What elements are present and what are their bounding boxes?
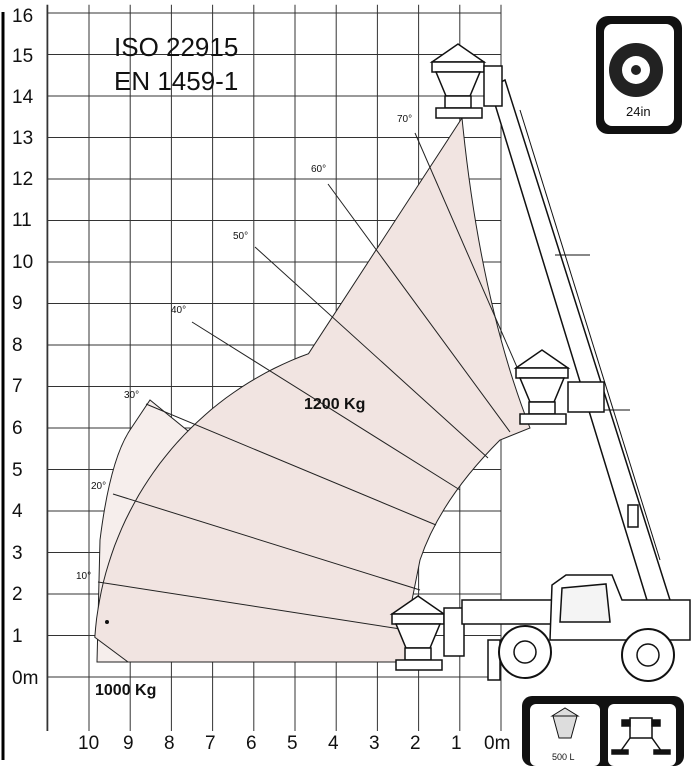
x-tick-label: 7 bbox=[205, 733, 216, 754]
angle-ray-10 bbox=[97, 581, 421, 633]
y-tick-label: 9 bbox=[12, 293, 23, 314]
standard-iso: ISO 22915 bbox=[114, 32, 238, 62]
x-tick-labels: 10 9 8 7 6 5 4 3 2 1 0m bbox=[78, 733, 510, 754]
y-tick-label: 14 bbox=[12, 87, 34, 108]
y-tick-label: 4 bbox=[12, 501, 23, 522]
angle-ray-60 bbox=[327, 183, 511, 433]
y-tick-label: 11 bbox=[12, 210, 32, 231]
y-tick-label: 1 bbox=[12, 626, 23, 647]
front-wheel-hub bbox=[513, 640, 537, 664]
bucket-500l-icon bbox=[550, 707, 580, 739]
bucket-icon-bottom bbox=[389, 595, 465, 671]
angle-label-20: 20° bbox=[91, 481, 106, 492]
y-tick-label: 7 bbox=[12, 376, 23, 397]
bucket-icon-top bbox=[429, 43, 503, 119]
x-tick-label: 2 bbox=[410, 733, 421, 754]
bucket-icon-middle bbox=[513, 349, 605, 425]
angle-ray-40 bbox=[191, 321, 461, 491]
working-zones bbox=[94, 116, 531, 663]
zone-label-1000: 1000 Kg bbox=[95, 682, 156, 699]
angle-label-40: 40° bbox=[171, 305, 186, 316]
angle-label-70: 70° bbox=[397, 114, 412, 125]
angle-label-60: 60° bbox=[311, 164, 326, 175]
x-tick-label: 3 bbox=[369, 733, 380, 754]
y-tick-label: 12 bbox=[12, 169, 33, 190]
standard-en: EN 1459-1 bbox=[114, 66, 238, 96]
y-tick-label: 6 bbox=[12, 418, 23, 439]
angle-ray-20 bbox=[112, 493, 421, 591]
y-tick-label: 10 bbox=[12, 252, 33, 273]
y-tick-label: 8 bbox=[12, 335, 23, 356]
y-tick-labels: 0m 1 2 3 4 5 6 7 8 9 10 11 12 13 14 15 1… bbox=[12, 6, 38, 689]
angle-label-30: 30° bbox=[124, 390, 139, 401]
y-tick-label: 16 bbox=[12, 6, 33, 27]
y-tick-label: 15 bbox=[12, 46, 33, 67]
x-tick-label: 10 bbox=[78, 733, 99, 754]
x-tick-label: 1 bbox=[451, 733, 462, 754]
angle-ray-50 bbox=[254, 246, 489, 459]
zone-1000-marker bbox=[105, 620, 109, 624]
telehandler-boom bbox=[489, 78, 671, 612]
x-tick-label: 8 bbox=[164, 733, 175, 754]
x-tick-label: 5 bbox=[287, 733, 298, 754]
angle-ray-30 bbox=[145, 403, 437, 526]
y-tick-label: 2 bbox=[12, 584, 23, 605]
zone-label-1200: 1200 Kg bbox=[304, 396, 365, 413]
y-tick-label: 13 bbox=[12, 128, 33, 149]
rear-wheel-hub bbox=[636, 643, 660, 667]
telehandler-body bbox=[461, 574, 691, 681]
attachment-badge: 500 L bbox=[522, 696, 684, 766]
tyre-size-label: 24in bbox=[626, 104, 651, 119]
x-tick-label: 6 bbox=[246, 733, 257, 754]
y-tick-label: 5 bbox=[12, 460, 23, 481]
y-tick-label: 3 bbox=[12, 543, 23, 564]
attachment-capacity-label: 500 L bbox=[552, 752, 575, 762]
zone-1200kg bbox=[94, 116, 531, 663]
angle-label-10: 10° bbox=[76, 571, 91, 582]
y-tick-label: 0m bbox=[12, 668, 38, 689]
angle-label-50: 50° bbox=[233, 231, 248, 242]
tyre-badge: 24in bbox=[596, 16, 682, 134]
x-tick-label: 9 bbox=[123, 733, 134, 754]
stabilizer-icon bbox=[611, 717, 671, 755]
x-tick-label: 4 bbox=[328, 733, 339, 754]
angle-labels: 10° 20° 30° 40° 50° 60° 70° bbox=[76, 114, 412, 582]
x-tick-label: 0m bbox=[484, 733, 510, 754]
